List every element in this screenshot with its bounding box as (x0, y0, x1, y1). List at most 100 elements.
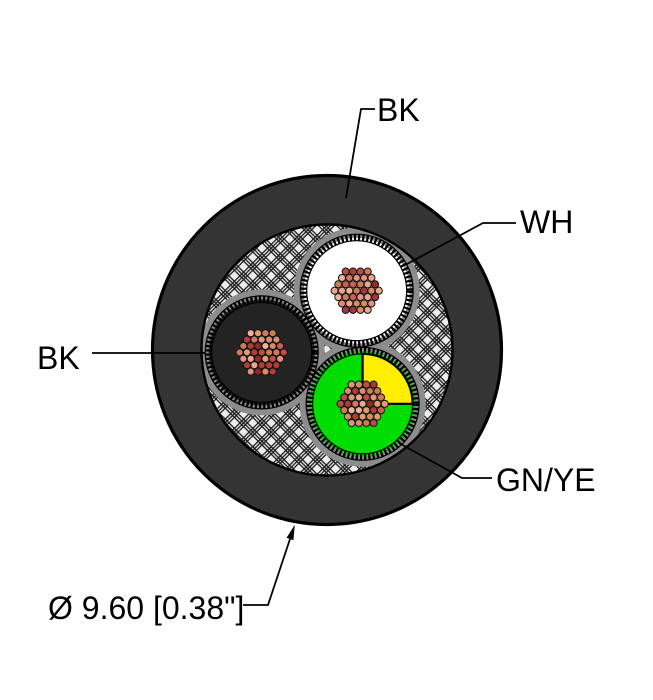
conductor-green-yellow (305, 346, 420, 461)
strand (279, 348, 288, 357)
strand (345, 273, 354, 282)
strand (341, 280, 350, 289)
strand (369, 406, 378, 415)
dimension-arrowhead (286, 524, 295, 541)
strand (367, 299, 376, 308)
strand (330, 286, 339, 295)
strand (373, 412, 382, 421)
strand (261, 329, 270, 338)
strand (268, 367, 277, 376)
core-boundary (200, 223, 454, 477)
strand (334, 293, 343, 302)
strand (354, 418, 363, 428)
strand (352, 299, 361, 308)
leader-line-gnye (398, 442, 492, 479)
strand (253, 329, 263, 338)
label-bk: BK (37, 340, 80, 376)
strand (365, 412, 375, 421)
strand (337, 299, 347, 308)
strand (369, 380, 378, 389)
strand (334, 280, 343, 289)
strand (345, 286, 354, 295)
strand (337, 273, 347, 282)
strand (356, 280, 365, 289)
strand (348, 305, 358, 314)
strand (363, 305, 372, 314)
strand (347, 380, 356, 389)
strand (242, 361, 252, 370)
strand (363, 293, 372, 302)
strand (246, 329, 255, 338)
strand (351, 399, 360, 408)
strand (276, 341, 285, 351)
strand (340, 406, 349, 415)
strand (354, 380, 363, 389)
strand (337, 286, 347, 295)
strand (265, 361, 274, 370)
strand (257, 361, 266, 370)
label-gnye: GN/YE (496, 462, 596, 498)
strand (348, 280, 358, 289)
strand (261, 354, 270, 363)
leader-line-jacket-bk (345, 108, 375, 199)
strand (253, 341, 263, 351)
strand (347, 418, 356, 428)
strand (265, 348, 274, 357)
strand (345, 299, 354, 308)
strand (239, 341, 248, 351)
strand (374, 286, 383, 295)
strand (268, 354, 277, 363)
strand (268, 341, 277, 351)
strand (341, 293, 350, 302)
strand (360, 299, 369, 308)
strand (261, 341, 270, 351)
strand (343, 399, 352, 408)
strand (352, 286, 361, 295)
strand (367, 286, 376, 295)
strand (253, 354, 263, 363)
strand (356, 267, 365, 276)
conductor-black (204, 295, 319, 410)
strand (341, 305, 350, 314)
leader-line-wh (406, 222, 516, 265)
strand (341, 267, 350, 276)
strand (356, 293, 365, 302)
strand (261, 367, 270, 376)
strand (265, 335, 274, 344)
strand (354, 406, 363, 415)
strand (242, 335, 252, 344)
strand (272, 335, 281, 344)
strand (369, 418, 378, 428)
strand (371, 280, 380, 289)
strand (336, 399, 345, 408)
conductor-white (299, 233, 414, 348)
strand (235, 348, 244, 357)
strand (362, 380, 371, 389)
strand (268, 329, 277, 338)
strand (242, 348, 252, 357)
strand (354, 393, 363, 402)
strand (373, 386, 382, 396)
strand (373, 399, 382, 408)
strand (272, 348, 281, 357)
strand (250, 335, 259, 344)
strand (356, 305, 365, 314)
strand (246, 367, 255, 376)
strand (358, 386, 367, 396)
strand (351, 386, 360, 396)
strand (362, 393, 371, 402)
strand (347, 406, 356, 415)
strand (363, 280, 372, 289)
strand (246, 341, 255, 351)
strand (347, 393, 356, 402)
strand (362, 418, 371, 428)
strand (371, 293, 380, 302)
leader-line-diameter (243, 538, 291, 606)
strand (343, 386, 352, 396)
strand (365, 386, 375, 396)
copper-strands (235, 329, 288, 376)
strand (352, 273, 361, 282)
strand (239, 354, 248, 363)
